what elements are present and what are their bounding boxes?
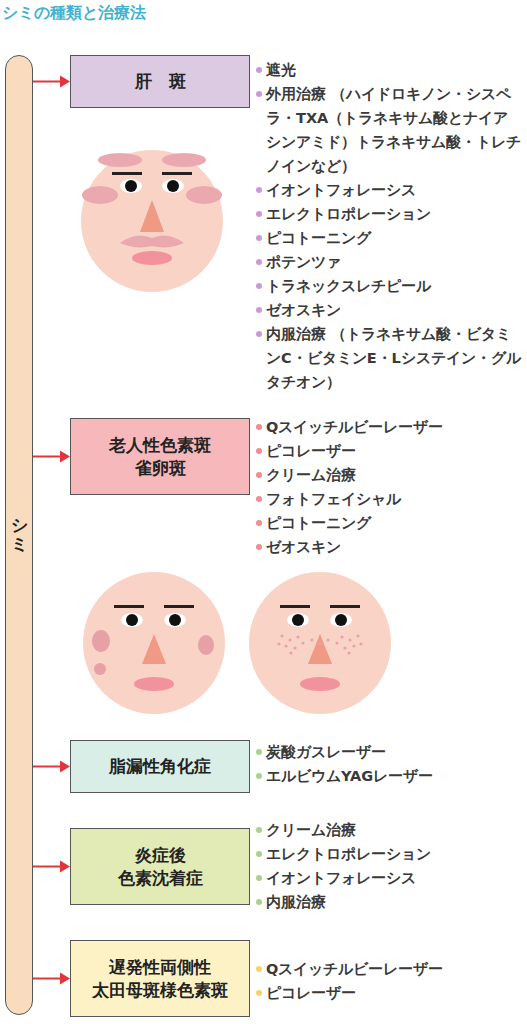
arrow-connector [33, 973, 70, 985]
node-label: 肝 斑 [135, 70, 186, 93]
node-label: 炎症後 色素沈着症 [109, 844, 211, 890]
treatment-item: クリーム治療 [255, 463, 523, 487]
face-melasma [81, 150, 223, 292]
treatment-item: ピコレーザー [255, 981, 523, 1005]
treatment-item: 遮光 [255, 58, 523, 82]
arrow-connector [33, 861, 70, 873]
arrow-connector [33, 451, 70, 463]
treatment-item: Qスイッチルビーレーザー [255, 415, 523, 439]
type-box: 遅発性両側性 太田母斑様色素斑 [70, 940, 250, 1017]
treatment-item: 外用治療 （ハイドロキノン・シスペラ・TXA（トラネキサム酸とナイアシンアミド）… [255, 82, 523, 178]
node-label: 脂漏性角化症 [109, 755, 211, 778]
treatment-item: ピコトーニング [255, 511, 523, 535]
category-bar: シミ [5, 55, 33, 1015]
arrow-connector [33, 761, 70, 773]
treatment-item: フォトフェイシャル [255, 487, 523, 511]
type-box: 炎症後 色素沈着症 [70, 828, 250, 905]
treatment-item: Qスイッチルビーレーザー [255, 957, 523, 981]
treatment-item: ピコレーザー [255, 439, 523, 463]
treatment-item: 内服治療 （トラネキサム酸・ビタミンC・ビタミンE・Lシステイン・グルタチオン） [255, 322, 523, 394]
node-label: シミ [11, 516, 28, 553]
treatment-item: イオントフォレーシス [255, 866, 523, 890]
treatment-item: エレクトロポレーション [255, 202, 523, 226]
treatment-list: Qスイッチルビーレーザーピコレーザー [255, 957, 523, 1005]
face-lentigo [83, 572, 225, 714]
treatment-item: 内服治療 [255, 890, 523, 914]
treatment-item: 炭酸ガスレーザー [255, 740, 523, 764]
treatment-item: クリーム治療 [255, 818, 523, 842]
type-box: 老人性色素斑 雀卵斑 [70, 418, 250, 495]
treatment-list: 炭酸ガスレーザーエルビウムYAGレーザー [255, 740, 523, 788]
treatment-item: イオントフォレーシス [255, 178, 523, 202]
treatment-item: ゼオスキン [255, 298, 523, 322]
treatment-item: ピコトーニング [255, 226, 523, 250]
treatment-list: 遮光外用治療 （ハイドロキノン・シスペラ・TXA（トラネキサム酸とナイアシンアミ… [255, 58, 523, 394]
node-label: 老人性色素斑 雀卵斑 [104, 434, 216, 480]
treatment-list: Qスイッチルビーレーザーピコレーザークリーム治療フォトフェイシャルピコトーニング… [255, 415, 523, 559]
treatment-item: トラネックスレチピール [255, 274, 523, 298]
treatment-item: ゼオスキン [255, 535, 523, 559]
type-box: 肝 斑 [70, 55, 250, 108]
node-label: 遅発性両側性 太田母斑様色素斑 [87, 956, 233, 1002]
diagram-title: シミの種類と治療法 [2, 3, 146, 24]
treatment-list: クリーム治療エレクトロポレーションイオントフォレーシス内服治療 [255, 818, 523, 914]
face-freckles [249, 572, 391, 714]
treatment-item: ポテンツァ [255, 250, 523, 274]
treatment-item: エルビウムYAGレーザー [255, 764, 523, 788]
arrow-connector [33, 76, 70, 88]
treatment-item: エレクトロポレーション [255, 842, 523, 866]
type-box: 脂漏性角化症 [70, 740, 250, 793]
